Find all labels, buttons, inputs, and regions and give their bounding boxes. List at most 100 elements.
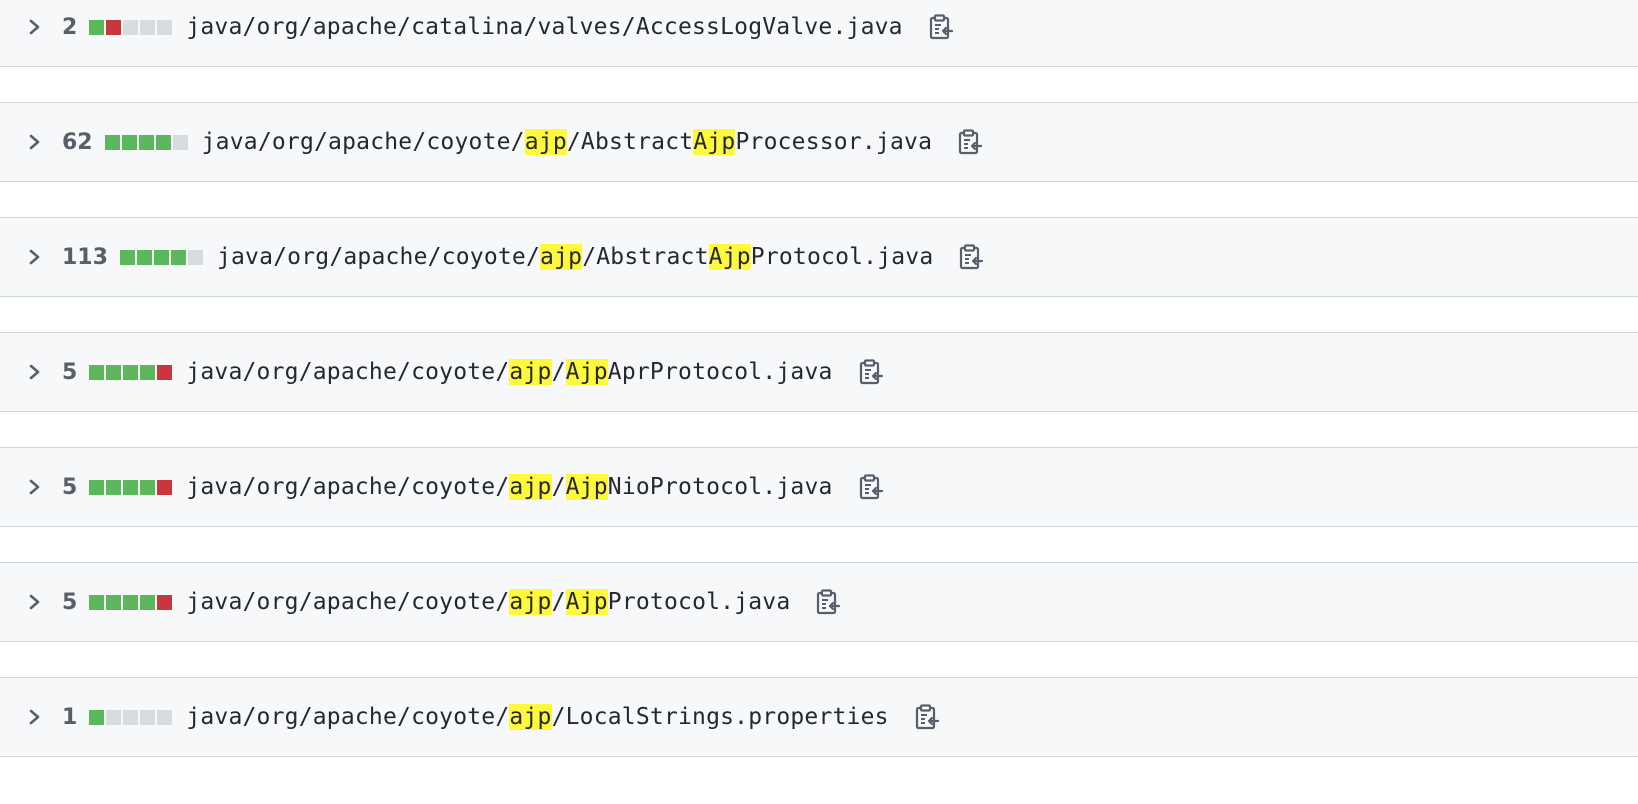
changes-count: 1 [62, 704, 78, 730]
path-segment: AprProtocol.java [607, 359, 833, 385]
file-header-row: 5 java/org/apache/coyote/ajp/AjpAprProto… [0, 332, 1638, 412]
path-segment: /Abstract [566, 129, 694, 155]
copy-path-icon[interactable] [855, 472, 885, 502]
diffstat-block-add [104, 134, 120, 150]
path-segment: java/org/apache/coyote/ [216, 244, 541, 270]
file-path-link[interactable]: java/org/apache/coyote/ajp/LocalStrings.… [186, 704, 889, 730]
search-match-highlight: Ajp [693, 129, 736, 155]
file-header-row: 113 java/org/apache/coyote/ajp/AbstractA… [0, 217, 1638, 297]
search-match-highlight: Ajp [708, 244, 751, 270]
search-match-highlight: ajp [509, 359, 552, 385]
chevron-right-icon[interactable] [28, 709, 42, 725]
file-header-row: 2 java/org/apache/catalina/valves/Access… [0, 0, 1638, 67]
copy-path-icon[interactable] [954, 127, 984, 157]
file-header-row: 62 java/org/apache/coyote/ajp/AbstractAj… [0, 102, 1638, 182]
search-match-highlight: Ajp [565, 589, 608, 615]
chevron-right-icon[interactable] [28, 364, 42, 380]
path-segment: Protocol.java [750, 244, 934, 270]
path-segment: java/org/apache/coyote/ [186, 589, 510, 615]
file-path-link[interactable]: java/org/apache/coyote/ajp/AbstractAjpPr… [217, 244, 933, 270]
diffstat-block-del [157, 594, 173, 610]
diffstat-block-add [121, 134, 137, 150]
diffstat-block-neutral [140, 709, 156, 725]
file-path-link[interactable]: java/org/apache/coyote/ajp/AjpAprProtoco… [186, 359, 832, 385]
file-header-row: 5 java/org/apache/coyote/ajp/AjpNioProto… [0, 447, 1638, 527]
file-path-link[interactable]: java/org/apache/coyote/ajp/AbstractAjpPr… [202, 129, 933, 155]
chevron-right-icon[interactable] [28, 249, 42, 265]
diffstat-bar [89, 479, 173, 495]
diffstat-block-add [138, 134, 154, 150]
copy-path-icon[interactable] [911, 702, 941, 732]
diffstat-block-add [89, 709, 105, 725]
diffstat-block-add [106, 594, 122, 610]
path-segment: / [551, 474, 566, 500]
copy-path-icon[interactable] [955, 242, 985, 272]
path-segment: Protocol.java [607, 589, 791, 615]
diffstat-block-neutral [106, 709, 122, 725]
diffstat-block-del [157, 479, 173, 495]
changes-count: 5 [62, 359, 78, 385]
diffstat-bar [89, 19, 173, 35]
diffstat-bar [89, 709, 173, 725]
chevron-right-icon[interactable] [28, 479, 42, 495]
diffstat-block-add [140, 364, 156, 380]
diffstat-block-add [89, 594, 105, 610]
path-segment: java/org/apache/coyote/ [186, 474, 510, 500]
diffstat-bar [89, 594, 173, 610]
search-match-highlight: ajp [524, 129, 567, 155]
diffstat-block-add [170, 249, 186, 265]
path-segment: java/org/apache/coyote/ [186, 704, 510, 730]
diffstat-bar [104, 134, 188, 150]
path-segment: NioProtocol.java [607, 474, 833, 500]
diffstat-block-add [140, 594, 156, 610]
diffstat-block-del [157, 364, 173, 380]
diffstat-block-del [106, 19, 122, 35]
search-match-highlight: ajp [509, 474, 552, 500]
diffstat-block-neutral [157, 709, 173, 725]
search-match-highlight: ajp [509, 704, 552, 730]
changes-count: 5 [62, 589, 78, 615]
chevron-right-icon[interactable] [28, 19, 42, 35]
diffstat-block-add [153, 249, 169, 265]
chevron-right-icon[interactable] [28, 134, 42, 150]
file-header-row: 1 java/org/apache/coyote/ajp/LocalString… [0, 677, 1638, 757]
changes-count: 113 [62, 244, 108, 270]
changes-count: 2 [62, 14, 78, 40]
search-match-highlight: Ajp [565, 359, 608, 385]
diffstat-block-neutral [123, 709, 139, 725]
diffstat-block-add [123, 479, 139, 495]
file-path-link[interactable]: java/org/apache/coyote/ajp/AjpProtocol.j… [186, 589, 790, 615]
copy-path-icon[interactable] [855, 357, 885, 387]
path-segment: /Abstract [582, 244, 709, 270]
diffstat-block-neutral [157, 19, 173, 35]
diffstat-block-add [89, 364, 105, 380]
changes-count: 5 [62, 474, 78, 500]
diffstat-block-neutral [123, 19, 139, 35]
search-match-highlight: Ajp [565, 474, 608, 500]
file-path-link[interactable]: java/org/apache/catalina/valves/AccessLo… [186, 14, 902, 40]
search-match-highlight: ajp [509, 589, 552, 615]
file-header-row: 5 java/org/apache/coyote/ajp/AjpProtocol… [0, 562, 1638, 642]
diffstat-block-add [89, 19, 105, 35]
path-segment: java/org/apache/catalina/valves/AccessLo… [186, 14, 903, 40]
diffstat-block-add [106, 479, 122, 495]
diffstat-bar [119, 249, 203, 265]
changes-count: 62 [62, 129, 93, 155]
diffstat-block-add [123, 594, 139, 610]
diffstat-block-neutral [187, 249, 203, 265]
path-segment: java/org/apache/coyote/ [201, 129, 525, 155]
chevron-right-icon[interactable] [28, 594, 42, 610]
diffstat-block-neutral [140, 19, 156, 35]
diffstat-block-add [140, 479, 156, 495]
path-segment: / [551, 589, 566, 615]
path-segment: /LocalStrings.properties [551, 704, 889, 730]
diffstat-block-add [123, 364, 139, 380]
file-path-link[interactable]: java/org/apache/coyote/ajp/AjpNioProtoco… [186, 474, 832, 500]
path-segment: java/org/apache/coyote/ [186, 359, 510, 385]
diffstat-block-add [89, 479, 105, 495]
copy-path-icon[interactable] [925, 12, 955, 42]
diffstat-block-add [155, 134, 171, 150]
copy-path-icon[interactable] [812, 587, 842, 617]
search-match-highlight: ajp [540, 244, 583, 270]
diffstat-bar [89, 364, 173, 380]
